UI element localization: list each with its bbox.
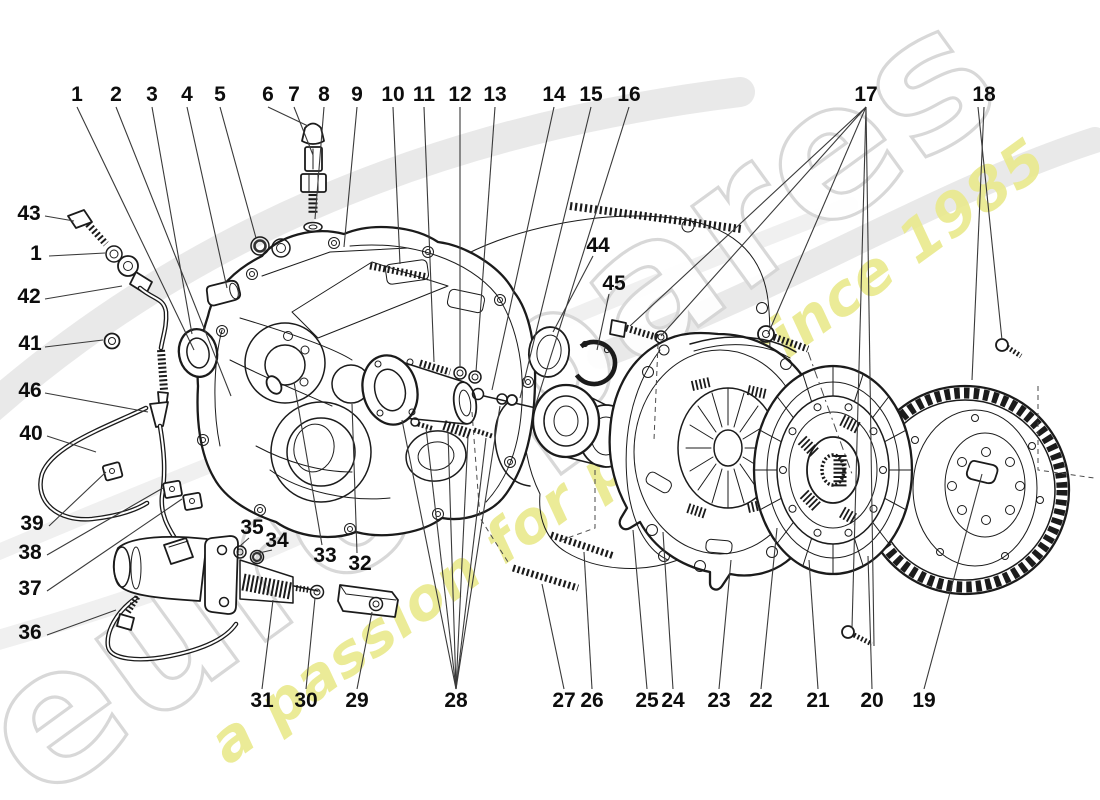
callout-34: 34 xyxy=(265,529,289,552)
callout-14: 14 xyxy=(542,83,566,106)
callout-24: 24 xyxy=(661,689,685,712)
callout-9: 9 xyxy=(351,83,363,106)
callout-21: 21 xyxy=(806,689,830,712)
leader-lines xyxy=(44,106,1003,690)
callout-28: 28 xyxy=(444,689,468,712)
callout-38: 38 xyxy=(18,541,42,564)
sensor-switch-stack xyxy=(300,122,327,233)
callout-7: 7 xyxy=(288,83,300,106)
stud-long-top xyxy=(569,202,742,233)
callout-31: 31 xyxy=(250,689,274,712)
callout-13: 13 xyxy=(483,83,506,106)
callout-40: 40 xyxy=(19,422,42,445)
callout-15: 15 xyxy=(579,83,603,106)
watermark-swooshes xyxy=(0,77,1100,650)
bolt-17b xyxy=(757,325,810,353)
callout-23: 23 xyxy=(707,689,730,712)
snap-ring-45 xyxy=(570,339,618,387)
callout-20: 20 xyxy=(860,689,883,712)
callout-35: 35 xyxy=(240,516,264,539)
callout-10: 10 xyxy=(381,83,404,106)
callout-8: 8 xyxy=(318,83,330,106)
clutch-fork xyxy=(494,393,531,487)
callout-11: 11 xyxy=(413,83,436,106)
callout-36: 36 xyxy=(18,621,41,644)
callout-37: 37 xyxy=(18,577,41,600)
callout-44: 44 xyxy=(586,234,610,257)
oil-seal xyxy=(177,327,219,379)
studs-26-27 xyxy=(511,531,616,592)
plug-and-washers xyxy=(205,236,291,307)
banjo-pipe-assembly xyxy=(67,209,169,415)
callout-39: 39 xyxy=(20,512,43,535)
disc-rivets xyxy=(779,403,887,537)
construction-lines xyxy=(471,343,1095,563)
callout-45: 45 xyxy=(602,272,626,295)
callout-41: 41 xyxy=(18,332,42,355)
slave-cylinder-assembly xyxy=(105,535,399,662)
crank-pin-19 xyxy=(965,459,999,485)
callout-4: 4 xyxy=(181,83,193,106)
callout-30: 30 xyxy=(294,689,317,712)
callout-32: 32 xyxy=(348,552,371,575)
guide-sleeve xyxy=(361,354,478,426)
callout-19: 19 xyxy=(912,689,935,712)
callout-1-top: 1 xyxy=(71,83,83,106)
callout-25: 25 xyxy=(635,689,659,712)
callout-16: 16 xyxy=(617,83,640,106)
callout-46: 46 xyxy=(18,379,41,402)
callout-43: 43 xyxy=(17,202,40,225)
callout-3: 3 xyxy=(146,83,158,106)
spring-stud-cluster xyxy=(410,359,537,439)
clutch-disc xyxy=(752,364,914,576)
clutch-drawing xyxy=(38,122,1095,662)
callout-labels: 1 2 3 4 5 6 7 8 9 10 11 12 13 14 15 16 1… xyxy=(17,83,996,712)
bolt-18 xyxy=(995,338,1023,359)
callout-17: 17 xyxy=(854,83,877,106)
callout-29: 29 xyxy=(345,689,368,712)
callout-6: 6 xyxy=(262,83,274,106)
callout-26: 26 xyxy=(580,689,603,712)
callout-18: 18 xyxy=(972,83,996,106)
callout-27: 27 xyxy=(552,689,575,712)
callout-1-left: 1 xyxy=(30,242,42,265)
callout-5: 5 xyxy=(214,83,226,106)
bolt-17c xyxy=(841,625,874,647)
flywheel xyxy=(859,384,1071,596)
housing-bolt-holes xyxy=(197,237,534,535)
callout-33: 33 xyxy=(313,544,336,567)
pipes-and-clamps xyxy=(38,401,203,543)
callout-42: 42 xyxy=(17,285,40,308)
callout-2: 2 xyxy=(110,83,122,106)
callout-12: 12 xyxy=(448,83,471,106)
callout-22: 22 xyxy=(749,689,772,712)
